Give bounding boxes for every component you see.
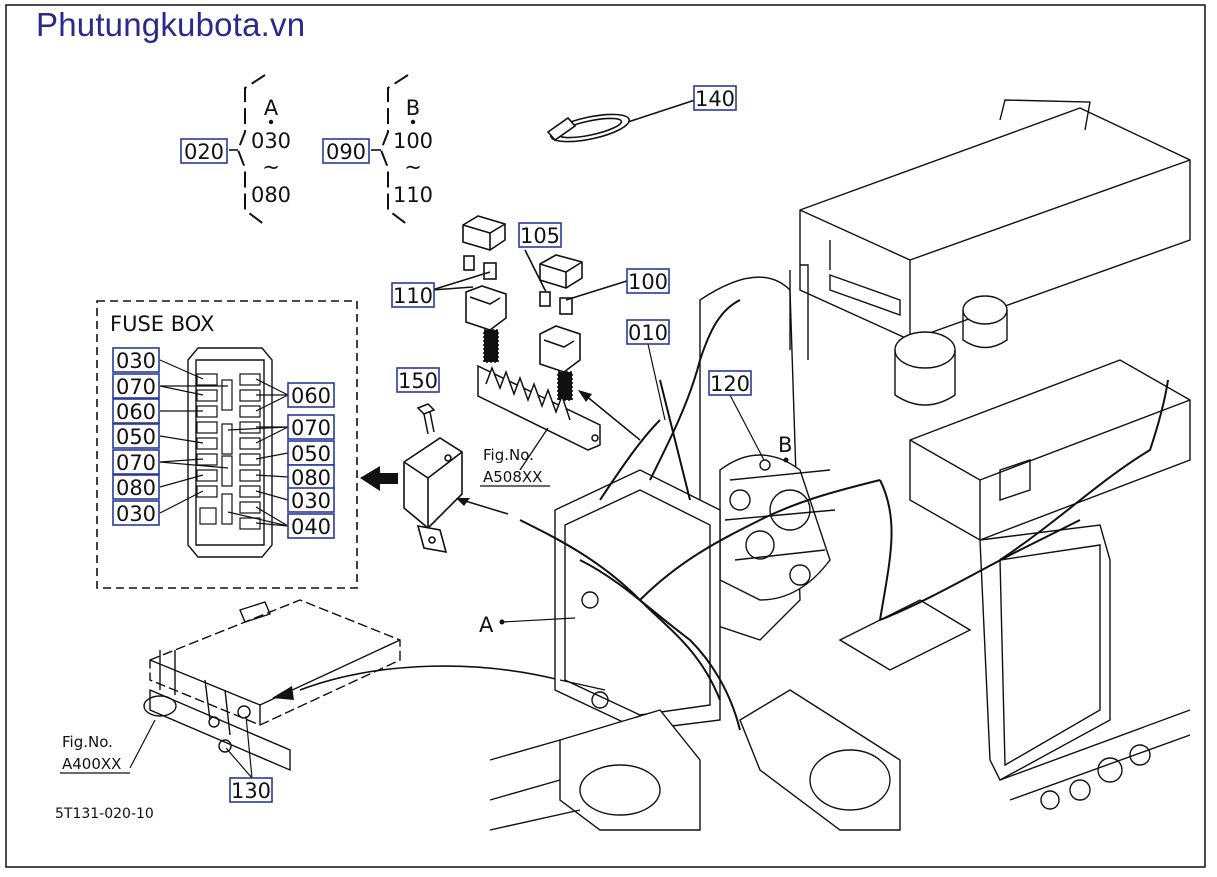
- callout-130[interactable]: 130: [231, 779, 271, 803]
- site-title[interactable]: Phutungkubota.vn: [36, 6, 306, 43]
- fuse-label[interactable]: 060: [116, 400, 156, 424]
- fuse-label[interactable]: 080: [291, 466, 331, 490]
- fuse-label[interactable]: 030: [116, 349, 156, 373]
- fuse-label[interactable]: 070: [116, 451, 156, 475]
- machine-illustration: [489, 99, 1191, 831]
- figref-line1: Fig.No.: [62, 733, 113, 751]
- drawing-code: 5T131-020-10: [55, 806, 154, 822]
- callout-105[interactable]: 105: [520, 224, 560, 248]
- fuse-label[interactable]: 040: [291, 515, 331, 539]
- figref-line1: Fig.No.: [483, 446, 534, 464]
- fuse-label[interactable]: 050: [291, 442, 331, 466]
- figref-line2[interactable]: A400XX: [62, 755, 121, 773]
- page-border: [5, 4, 1206, 868]
- arrow-left-icon: [360, 466, 398, 491]
- fuse-box-body: [187, 347, 273, 558]
- label-box: [180, 138, 228, 164]
- fuse-leaders: [159, 359, 289, 527]
- label-box: [322, 138, 370, 164]
- label-box: [396, 367, 440, 393]
- fuse-label[interactable]: 070: [116, 375, 156, 399]
- callout-140[interactable]: 140: [695, 87, 735, 111]
- fuse-label[interactable]: 060: [291, 384, 331, 408]
- label-box: [626, 319, 670, 345]
- callout-010[interactable]: 010: [628, 321, 668, 345]
- group-head-a: A: [264, 96, 279, 120]
- bolt: [416, 403, 436, 435]
- callout-100[interactable]: 100: [628, 270, 668, 294]
- fuse-label[interactable]: 050: [116, 425, 156, 449]
- label-box: [518, 222, 562, 248]
- label-box: [626, 268, 670, 294]
- group-head-b: B: [406, 96, 420, 120]
- fuse-label[interactable]: 030: [291, 489, 331, 513]
- fuse-label[interactable]: 070: [291, 416, 331, 440]
- label-box: [708, 370, 752, 396]
- fuse-labels-right: 060 070 050 080 030 040: [287, 382, 335, 539]
- label-box: [693, 85, 737, 111]
- fuse-box-panel: [96, 300, 358, 589]
- group-from: 030: [251, 129, 291, 153]
- group-tilde: ~: [262, 155, 280, 179]
- callout-120[interactable]: 120: [710, 372, 750, 396]
- fuse-slots: [196, 373, 261, 530]
- group-to: 080: [251, 183, 291, 207]
- label-box: [391, 282, 435, 308]
- callout-110[interactable]: 110: [393, 284, 433, 308]
- fuse-label[interactable]: 030: [116, 502, 156, 526]
- callout-130-leaders: [225, 715, 253, 779]
- fuse-box-part: [403, 437, 463, 554]
- fuse-box-title: FUSE BOX: [110, 312, 214, 336]
- group-tilde: ~: [404, 155, 422, 179]
- callout-150[interactable]: 150: [398, 369, 438, 393]
- relay-group: [431, 215, 631, 401]
- group-from: 100: [393, 129, 433, 153]
- point-b[interactable]: B: [778, 433, 792, 457]
- pointer-arrow: [299, 665, 561, 691]
- cable-tie: [546, 99, 696, 143]
- group-to: 110: [393, 183, 433, 207]
- label-box: [229, 777, 273, 803]
- frame-detail: [143, 599, 401, 772]
- group-090: 090 B 100 ~ 110: [322, 74, 433, 226]
- point-a[interactable]: A: [479, 613, 494, 637]
- fuse-labels-left: 030 070 060 050 070 080 030: [112, 347, 160, 526]
- figref-line2[interactable]: A508XX: [483, 468, 542, 486]
- callout-020[interactable]: 020: [184, 140, 224, 164]
- group-020: 020 A 030 ~ 080: [180, 74, 291, 226]
- callout-090[interactable]: 090: [326, 140, 366, 164]
- fuse-label[interactable]: 080: [116, 476, 156, 500]
- relay-bracket: [477, 364, 601, 451]
